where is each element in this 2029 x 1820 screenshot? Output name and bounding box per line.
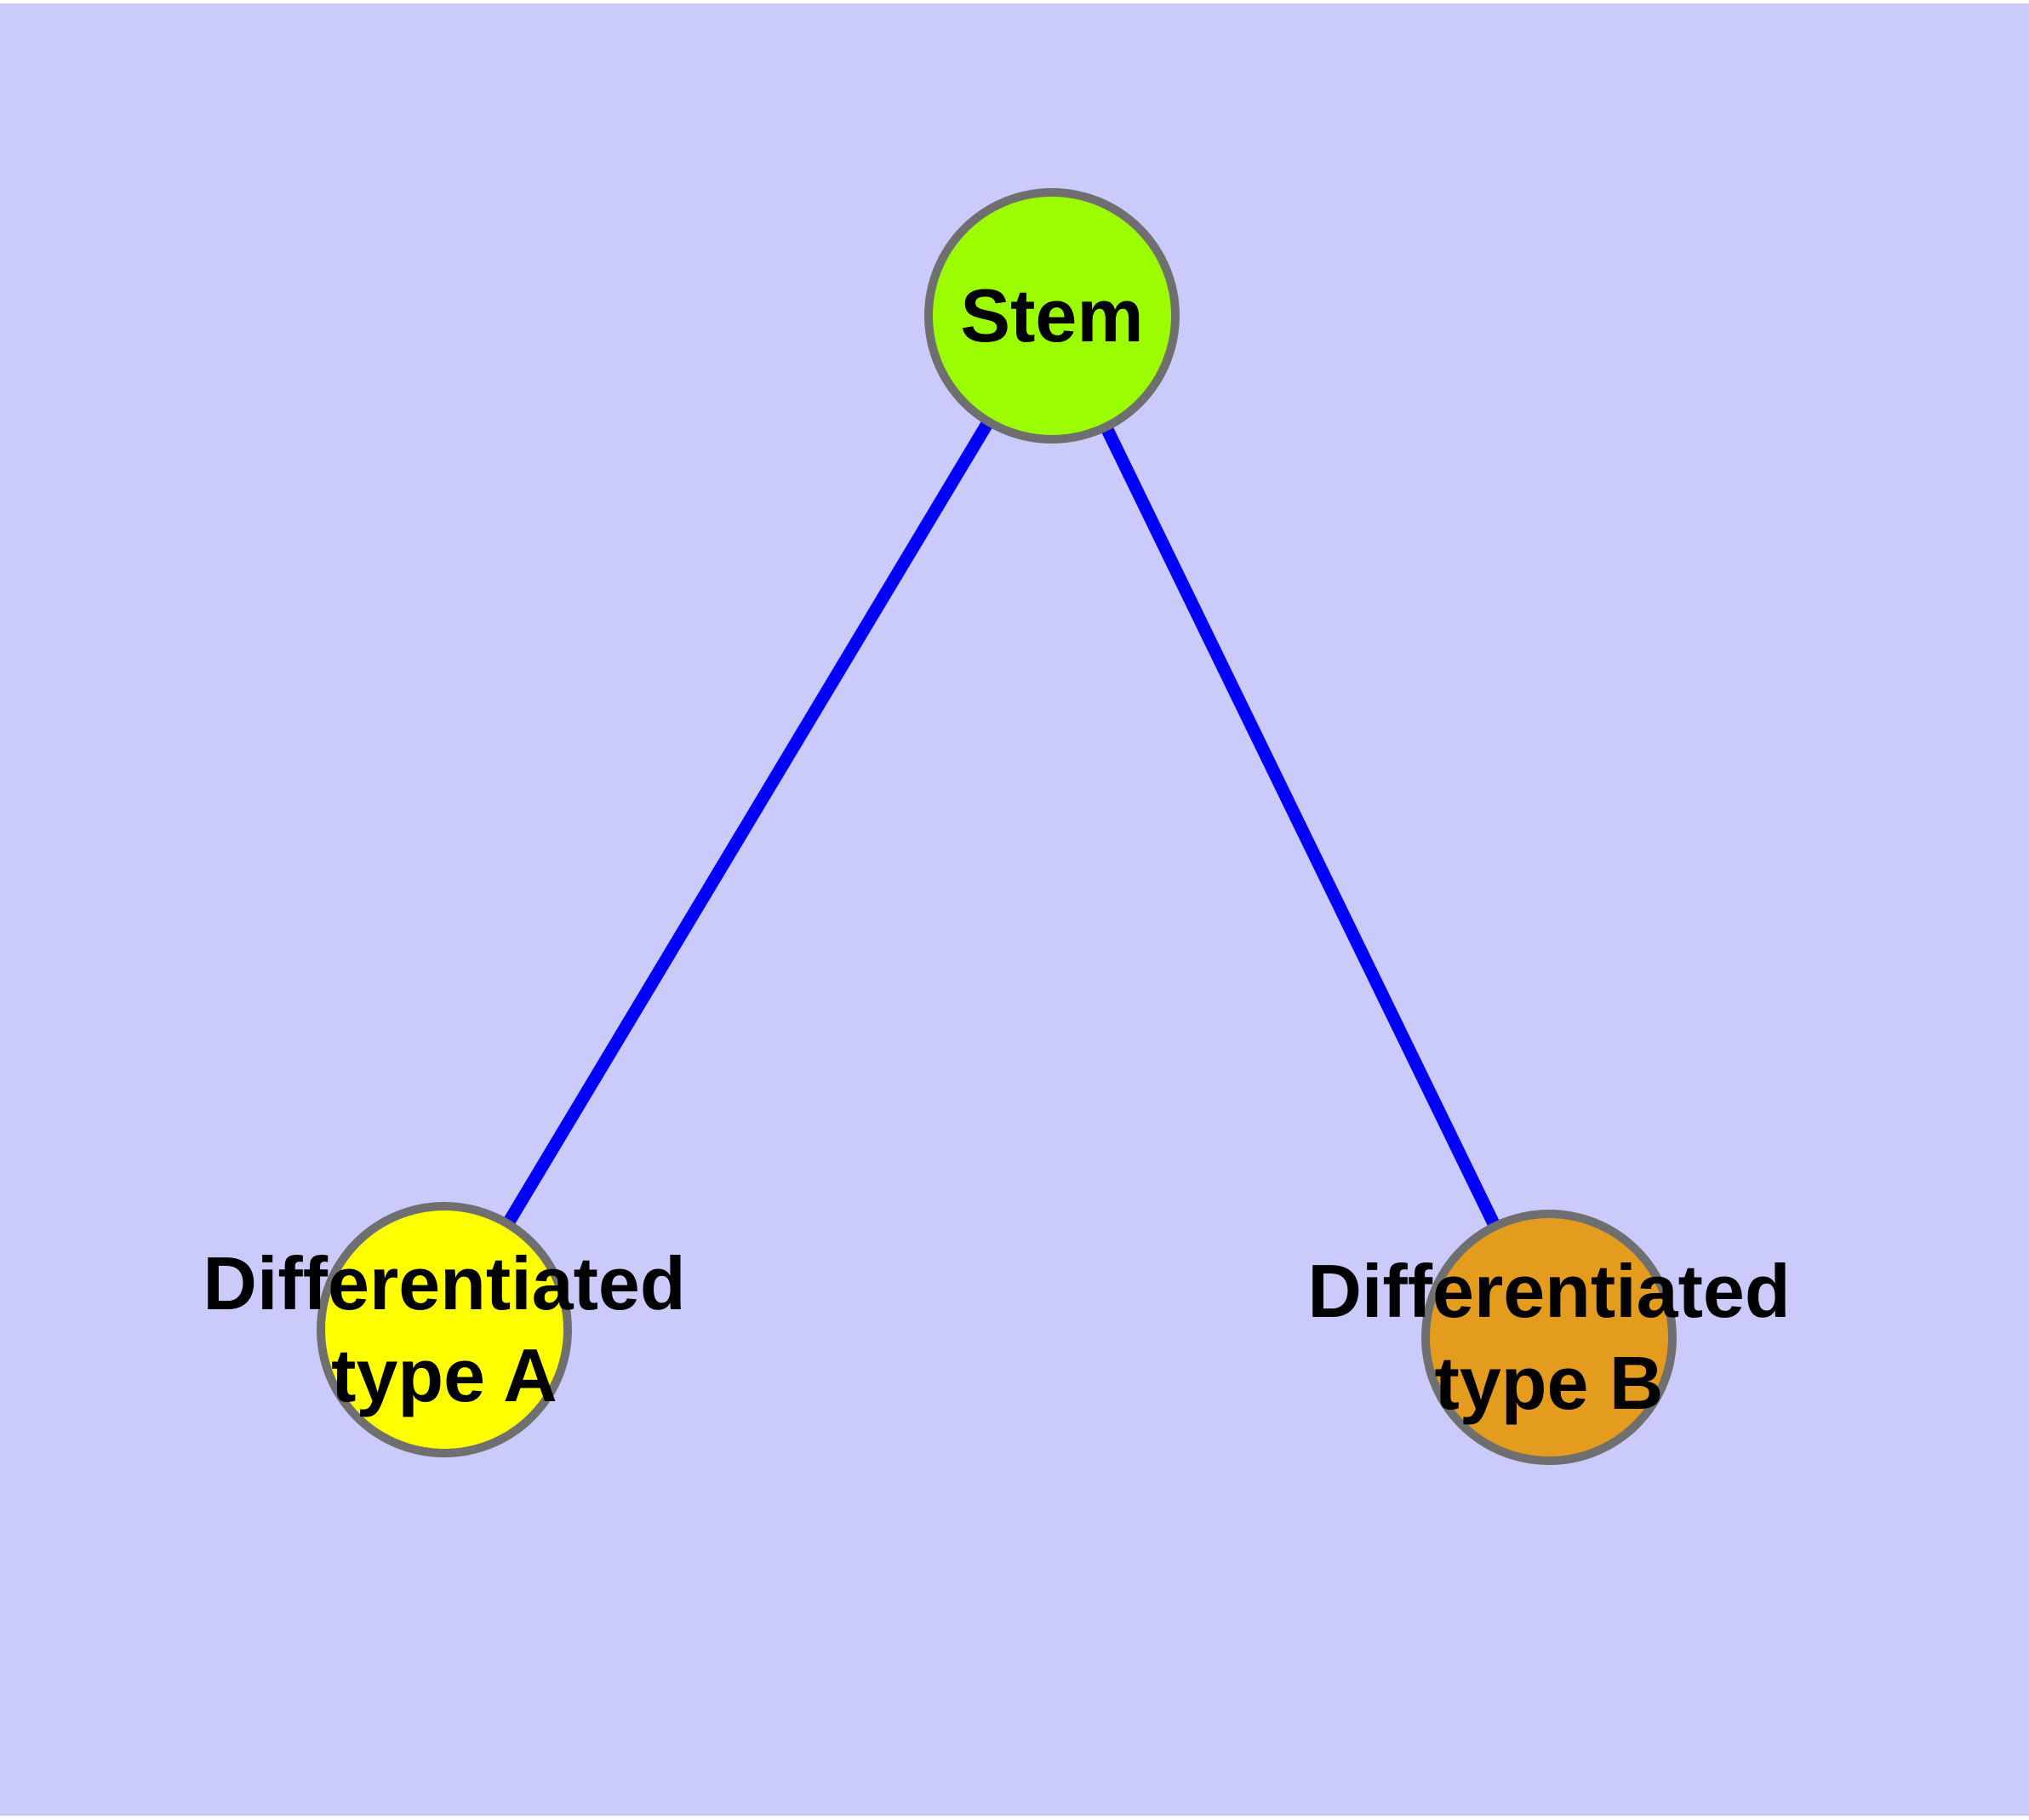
edge-stem-to-differentiated-type-b (1046, 312, 1555, 1341)
node-differentiated-type-a (317, 1202, 572, 1457)
nodes-group (317, 188, 1677, 1465)
edge-stem-to-differentiated-type-a (438, 312, 1058, 1333)
node-differentiated-type-b (1421, 1210, 1677, 1465)
edges-group (438, 312, 1555, 1341)
node-stem (924, 188, 1180, 444)
